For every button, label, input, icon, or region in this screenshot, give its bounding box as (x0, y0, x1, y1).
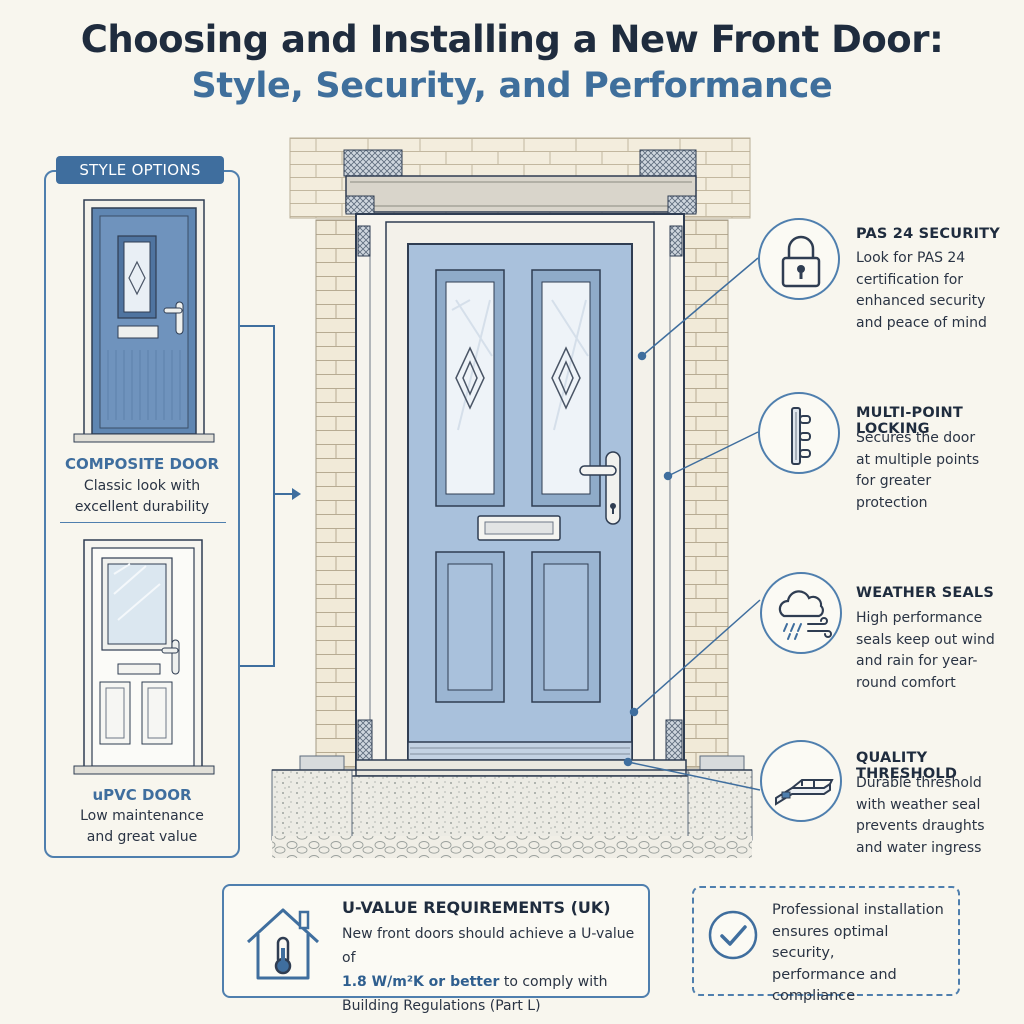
threshold-icon (760, 740, 842, 822)
multipoint-lock-icon (758, 392, 840, 474)
lintel-seal-left (345, 195, 375, 215)
composite-door-desc-1: Classic look with (83, 478, 201, 494)
style-panel-connector (240, 325, 275, 667)
page-subtitle: Style, Security, and Performance (191, 66, 833, 106)
ground-right (687, 769, 753, 841)
composite-door-title: COMPOSITE DOOR (64, 455, 220, 473)
left-brick-pier (315, 219, 357, 769)
u-value-highlight: 1.8 W/m²K or better (342, 974, 500, 990)
upvc-door-desc-1: Low maintenance (80, 808, 204, 824)
leaded-diamond-right (551, 346, 581, 410)
composite-door-desc-2: excellent durability (74, 499, 210, 515)
weather-cloud-icon (760, 572, 842, 654)
door-bottom-rail (407, 741, 633, 761)
composite-door-illustration (73, 199, 215, 443)
upvc-door-title: uPVC DOOR (92, 786, 192, 804)
lintel-seal-right (667, 195, 697, 215)
door-handle-lever (579, 465, 617, 476)
frame-seal-left-top (357, 225, 371, 257)
feature-title-threshold: QUALITY THRESHOLD (856, 750, 958, 782)
feature-title-security: PAS 24 SECURITY (856, 226, 1000, 242)
frame-seal-right-top (669, 225, 683, 257)
checkmark-icon (708, 910, 758, 960)
ground-left (271, 769, 353, 841)
lintel (345, 175, 697, 213)
u-value-title: U-VALUE REQUIREMENTS (UK) (342, 898, 611, 917)
frame-seal-right-bottom (665, 719, 683, 763)
u-value-description: New front doors should achieve a U-value… (342, 926, 635, 1014)
style-options-tag: STYLE OPTIONS (56, 156, 224, 184)
style-options-divider (60, 522, 226, 523)
page-title: Choosing and Installing a New Front Door… (80, 18, 944, 61)
lintel-insulation-right (639, 149, 697, 177)
feature-title-weather: WEATHER SEALS (856, 585, 994, 601)
lintel-insulation-left (343, 149, 403, 177)
connector-arrow-icon (292, 488, 301, 500)
padlock-icon (758, 218, 840, 300)
feature-title-locking: MULTI-POINT LOCKING (856, 405, 963, 437)
frame-seal-left-bottom (357, 719, 373, 763)
upvc-door-desc-2: and great value (86, 829, 198, 845)
leaded-diamond-left (455, 346, 485, 410)
threshold (355, 759, 687, 777)
professional-installation-box (692, 886, 960, 996)
upvc-door-illustration (73, 539, 215, 775)
door-step (349, 775, 691, 839)
u-value-box (222, 884, 650, 998)
right-brick-pier (683, 219, 729, 769)
house-thermometer-icon (246, 908, 320, 980)
